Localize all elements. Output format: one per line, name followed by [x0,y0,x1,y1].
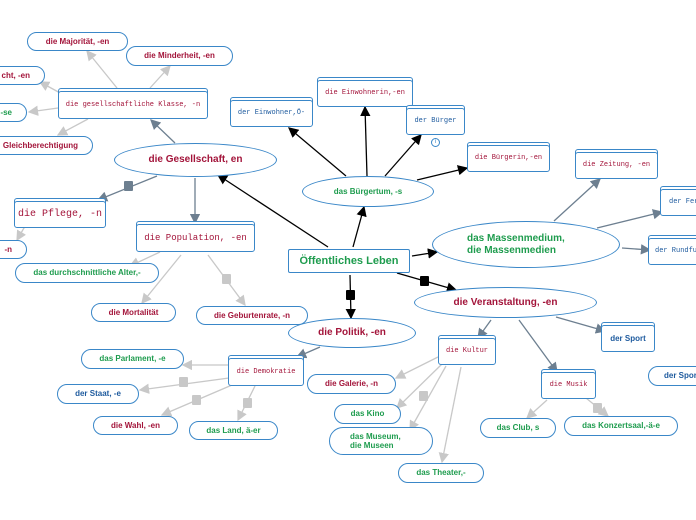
node-wahl[interactable]: die Wahl, -en [93,416,178,435]
node-sport[interactable]: der Sport [601,325,655,352]
node-buergerin[interactable]: die Bürgerin,-en [467,145,550,172]
node-gleichberechtigung[interactable]: Gleichberechtigung [0,136,93,155]
node-label: der Sport [610,333,646,343]
node-demokratie[interactable]: die Demokratie [228,358,304,386]
node-label: die Einwohnerin,-en [325,89,405,98]
node-label: das Club, s [496,423,540,433]
node-veranstaltung[interactable]: die Veranstaltung, -en [414,287,597,318]
node-label: der Spor [664,371,696,381]
node-label: der Staat, -e [75,389,121,399]
node-galerie[interactable]: die Galerie, -n [307,374,396,394]
node-label: die Kultur [445,347,488,356]
node-macht[interactable]: cht, -en [0,66,45,85]
node-label: das Land, ä-er [206,425,261,435]
node-musik[interactable]: die Musik [541,372,596,399]
node-label: das Konzertsaal,-ä-e [582,421,660,431]
node-label: die Minderheit, -en [144,51,215,61]
node-politik[interactable]: die Politik, -en [288,318,416,348]
node-theater[interactable]: das Theater,- [398,463,484,483]
node-parlament[interactable]: das Parlament, -e [81,349,184,369]
node-kultur[interactable]: die Kultur [438,338,496,365]
node-label: die Veranstaltung, -en [453,296,558,308]
node-label: -se [0,107,12,117]
node-label: die Majorität, -en [45,36,110,46]
center-topic-label: Öffentliches Leben [299,255,399,267]
node-land[interactable]: das Land, ä-er [189,421,278,440]
node-einwohner[interactable]: der Einwohner,Ö- [230,100,313,127]
node-label: die Geburtenrate, -n [213,310,290,320]
node-label: das Museum, die Museen [350,431,401,450]
node-durchschnittliche-alter[interactable]: das durchschnittliche Alter,- [15,263,159,283]
node-label: das durchschnittliche Alter,- [33,268,141,278]
node-label: die Politik, -en [318,327,386,339]
node-sport-2[interactable]: der Spor [648,366,696,386]
node-label: die Gesellschaft, en [148,154,243,166]
node-pflege[interactable]: die Pflege, -n [14,201,106,228]
node-label: das Theater,- [416,468,466,478]
node-se[interactable]: -se [0,103,27,122]
node-konzertsaal[interactable]: das Konzertsaal,-ä-e [564,416,678,436]
node-population[interactable]: die Population, -en [136,224,255,252]
node-label: die gesellschaftliche Klasse, -n [65,100,201,109]
node-label: der Fer [669,198,696,207]
node-n[interactable]: -n [0,240,27,259]
node-gesellschaft[interactable]: die Gesellschaft, en [114,143,277,177]
node-label: das Parlament, -e [99,354,166,364]
node-label: cht, -en [1,70,30,80]
node-label: das Massenmedium, die Massenmedien [467,233,565,256]
node-label: das Kino [350,409,385,419]
node-label: der Rundfu [655,247,696,256]
node-gesellschaftliche-klasse[interactable]: die gesellschaftliche Klasse, -n [58,91,208,119]
center-topic[interactable]: Öffentliches Leben [288,249,410,273]
node-geburtenrate[interactable]: die Geburtenrate, -n [196,306,308,325]
node-fernsehen[interactable]: der Fer [660,189,696,216]
info-icon[interactable]: i [431,138,440,147]
node-mortalitaet[interactable]: die Mortalität [91,303,176,322]
node-rundfunk[interactable]: der Rundfu [648,238,696,265]
node-label: die Demokratie [236,367,296,376]
node-minderheit[interactable]: die Minderheit, -en [126,46,233,66]
node-label: die Wahl, -en [110,420,161,430]
node-label: der Einwohner,Ö- [237,109,306,118]
node-label: -n [4,244,12,254]
node-club[interactable]: das Club, s [480,418,556,438]
node-label: die Pflege, -n [17,208,102,220]
node-label: die Bürgerin,-en [474,154,543,163]
node-label: die Mortalität [108,307,159,317]
node-label: die Galerie, -n [325,379,378,389]
node-staat[interactable]: der Staat, -e [57,384,139,404]
node-buergertum[interactable]: das Bürgertum, -s [302,176,434,207]
node-majoritaet[interactable]: die Majorität, -en [27,32,128,51]
node-label: der Bürger [414,117,457,126]
node-museum[interactable]: das Museum, die Museen [329,427,433,455]
node-label: die Musik [549,381,588,390]
node-label: Gleichberechtigung [2,140,78,150]
node-massenmedium[interactable]: das Massenmedium, die Massenmedien [432,221,620,268]
node-zeitung[interactable]: die Zeitung, -en [575,152,658,179]
node-label: die Population, -en [144,232,247,243]
node-label: die Zeitung, -en [582,161,651,170]
node-einwohnerin[interactable]: die Einwohnerin,-en [317,80,413,107]
node-kino[interactable]: das Kino [334,404,401,424]
node-label: das Bürgertum, -s [333,186,403,196]
node-buerger[interactable]: der Bürger [406,108,465,135]
